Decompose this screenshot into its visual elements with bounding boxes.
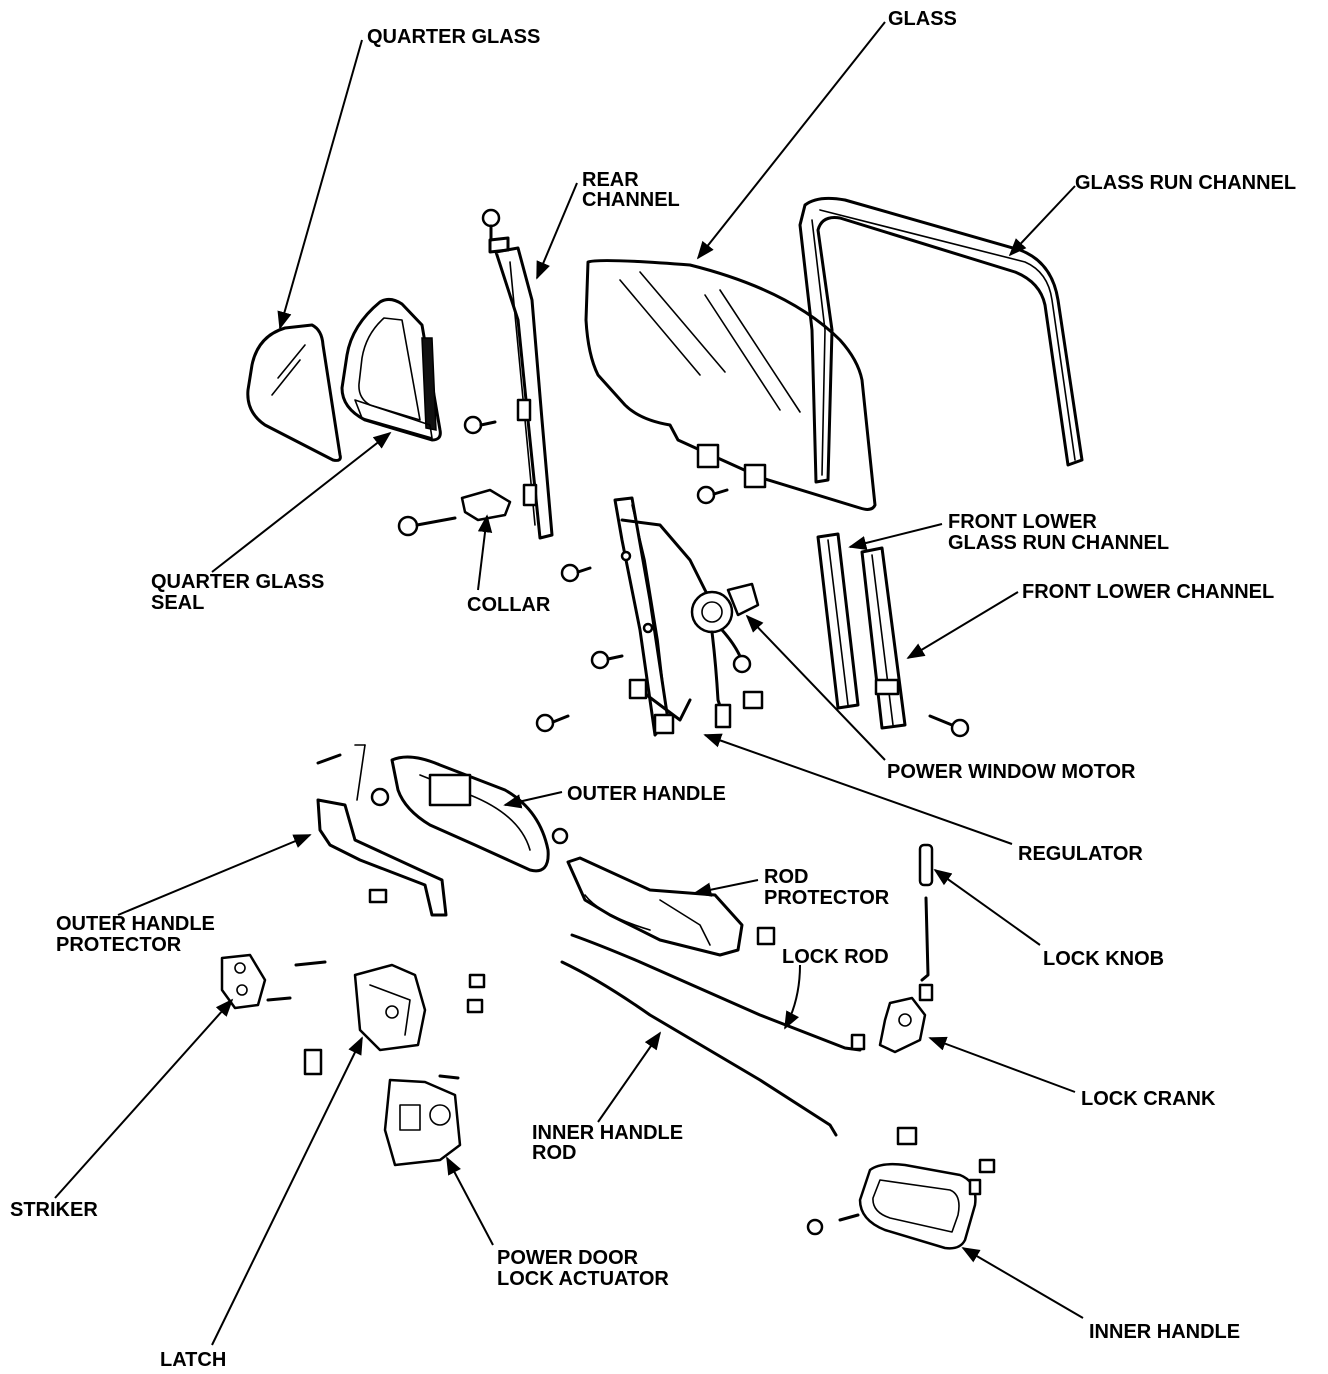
label-lock-rod: LOCK ROD	[782, 946, 889, 968]
power-door-lock-actuator-part	[383, 1074, 462, 1167]
label-rear-channel-line1: REAR	[582, 169, 639, 191]
label-quarter-glass: QUARTER GLASS	[367, 26, 540, 48]
leader-power-window-motor	[745, 614, 886, 761]
leader-lock-knob	[933, 868, 1041, 946]
label-glass: GLASS	[888, 8, 957, 30]
label-inner-handle: INNER HANDLE	[1089, 1321, 1240, 1343]
glass-part	[584, 259, 877, 511]
label-rod-protector-line2: PROTECTOR	[764, 887, 890, 909]
label-rear-channel-line2: CHANNEL	[582, 189, 680, 211]
lock-crank-part	[850, 983, 934, 1054]
leader-quarter-glass-seal	[211, 431, 392, 573]
inner-handle-rod-part	[560, 960, 838, 1137]
power-window-motor-part	[690, 582, 764, 729]
label-striker: STRIKER	[10, 1199, 98, 1221]
label-inner-handle-rod-line1: INNER HANDLE	[532, 1122, 683, 1144]
bolts-group	[397, 415, 970, 738]
leader-front-lower-channel	[906, 591, 1019, 659]
label-glass-run-channel: GLASS RUN CHANNEL	[1075, 172, 1296, 194]
leader-latch	[211, 1036, 363, 1346]
leader-inner-handle	[961, 1247, 1084, 1319]
label-inner-handle-rod-line2: ROD	[532, 1142, 576, 1164]
leader-lock-crank	[928, 1036, 1076, 1093]
leader-inner-handle-rod	[597, 1031, 662, 1123]
label-power-door-lock-actuator-line1: POWER DOOR	[497, 1247, 639, 1269]
front-lower-channel-part	[860, 546, 907, 730]
label-lock-knob: LOCK KNOB	[1043, 948, 1164, 970]
leader-lines	[54, 21, 1084, 1346]
glass-run-channel-part	[798, 196, 1084, 484]
label-front-lower-glass-run-channel-line1: FRONT LOWER	[948, 511, 1097, 533]
label-rod-protector-line1: ROD	[764, 866, 808, 888]
labels: QUARTER GLASS GLASS REAR CHANNEL GLASS R…	[10, 8, 1296, 1371]
label-quarter-glass-seal-line2: SEAL	[151, 592, 204, 614]
leader-collar	[477, 514, 493, 591]
leader-power-door-lock-actuator	[446, 1156, 494, 1246]
leader-rod-protector	[693, 879, 759, 897]
lock-rod-part	[570, 933, 862, 1052]
rod-protector-part	[551, 827, 776, 957]
leader-rear-channel	[536, 182, 578, 280]
label-front-lower-channel: FRONT LOWER CHANNEL	[1022, 581, 1274, 603]
striker-part	[220, 953, 327, 1010]
leader-outer-handle-protector	[117, 834, 312, 916]
front-lower-glass-run-channel-part	[816, 532, 860, 710]
outer-handle-part	[316, 744, 550, 873]
leader-front-lower-glass-run-channel	[848, 523, 943, 551]
label-regulator: REGULATOR	[1018, 843, 1143, 865]
quarter-glass-part	[246, 323, 342, 462]
label-quarter-glass-seal-line1: QUARTER GLASS	[151, 571, 324, 593]
label-outer-handle-protector-line2: PROTECTOR	[56, 934, 182, 956]
label-lock-crank: LOCK CRANK	[1081, 1088, 1216, 1110]
leader-glass	[696, 21, 886, 260]
quarter-glass-seal-part	[340, 297, 442, 442]
label-outer-handle-protector-line1: OUTER HANDLE	[56, 913, 215, 935]
leader-regulator	[703, 733, 1013, 845]
leader-outer-handle	[503, 791, 563, 809]
label-power-window-motor: POWER WINDOW MOTOR	[887, 761, 1136, 783]
rear-channel-part	[481, 208, 554, 540]
leader-quarter-glass	[277, 39, 363, 330]
outer-handle-protector-part	[316, 798, 448, 917]
regulator-part	[613, 496, 712, 737]
label-latch: LATCH	[160, 1349, 226, 1371]
leader-glass-run-channel	[1008, 185, 1076, 257]
leader-lock-rod	[784, 964, 801, 1030]
leader-striker	[54, 998, 234, 1199]
inner-handle-part	[806, 1126, 996, 1250]
label-power-door-lock-actuator-line2: LOCK ACTUATOR	[497, 1268, 669, 1290]
latch-part	[303, 963, 486, 1076]
lock-knob-part	[918, 843, 934, 982]
label-front-lower-glass-run-channel-line2: GLASS RUN CHANNEL	[948, 532, 1169, 554]
label-collar: COLLAR	[467, 594, 551, 616]
label-outer-handle: OUTER HANDLE	[567, 783, 726, 805]
